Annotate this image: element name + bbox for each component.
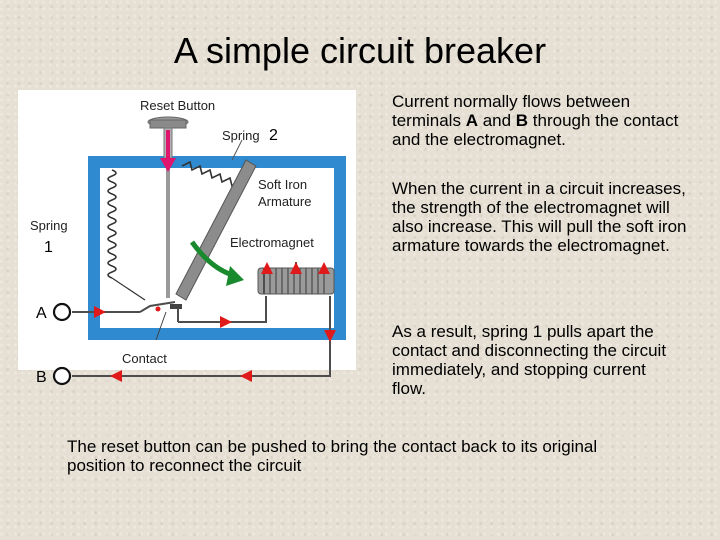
arrow-coil-1 — [261, 262, 273, 274]
label-spring-2-number: 2 — [269, 127, 278, 144]
p1-term-b: B — [515, 111, 529, 130]
paragraph-2: When the current in a circuit increases,… — [392, 179, 687, 255]
armature-arrow — [189, 240, 244, 286]
p1-text-mid: and — [477, 111, 516, 130]
arrow-coil-3 — [318, 262, 330, 274]
p1-term-a: A — [465, 111, 478, 130]
label-reset-button: Reset Button — [140, 98, 215, 113]
arrow-bottom-right — [240, 370, 252, 382]
reset-arrow — [160, 130, 176, 172]
slide-title: A simple circuit breaker — [173, 30, 547, 71]
current-arrows — [94, 262, 336, 382]
spring-1-graphic — [107, 169, 146, 301]
arrow-bottom-left — [110, 370, 122, 382]
contact-graphic — [155, 304, 182, 341]
diagram-panel — [18, 90, 356, 370]
paragraph-3: As a result, spring 1 pulls apart the co… — [392, 322, 667, 398]
label-spring-2: Spring — [222, 128, 260, 143]
terminal-a-circle — [52, 302, 72, 322]
label-spring-1: Spring — [30, 218, 68, 233]
label-electromagnet: Electromagnet — [230, 235, 314, 250]
arrow-contact-wire — [220, 316, 232, 328]
label-soft-iron-1: Soft Iron — [258, 177, 307, 192]
p1-text-start: Current normally flows between terminals — [392, 92, 631, 130]
label-soft-iron-2: Armature — [258, 194, 311, 209]
p1-text-end: through the contact and the electromagne… — [392, 111, 679, 149]
paragraph-4: The reset button can be pushed to bring … — [67, 437, 598, 475]
arrow-a-wire — [94, 306, 106, 318]
label-spring-1-number: 1 — [44, 239, 53, 256]
terminal-b-circle — [52, 366, 72, 386]
label-contact: Contact — [122, 351, 167, 366]
arrow-coil-2 — [290, 262, 302, 274]
label-terminal-a: A — [36, 305, 47, 322]
paragraph-1: Current normally flows between terminals… — [392, 92, 692, 149]
arrow-right-wire — [324, 330, 336, 342]
label-terminal-b: B — [36, 369, 47, 386]
